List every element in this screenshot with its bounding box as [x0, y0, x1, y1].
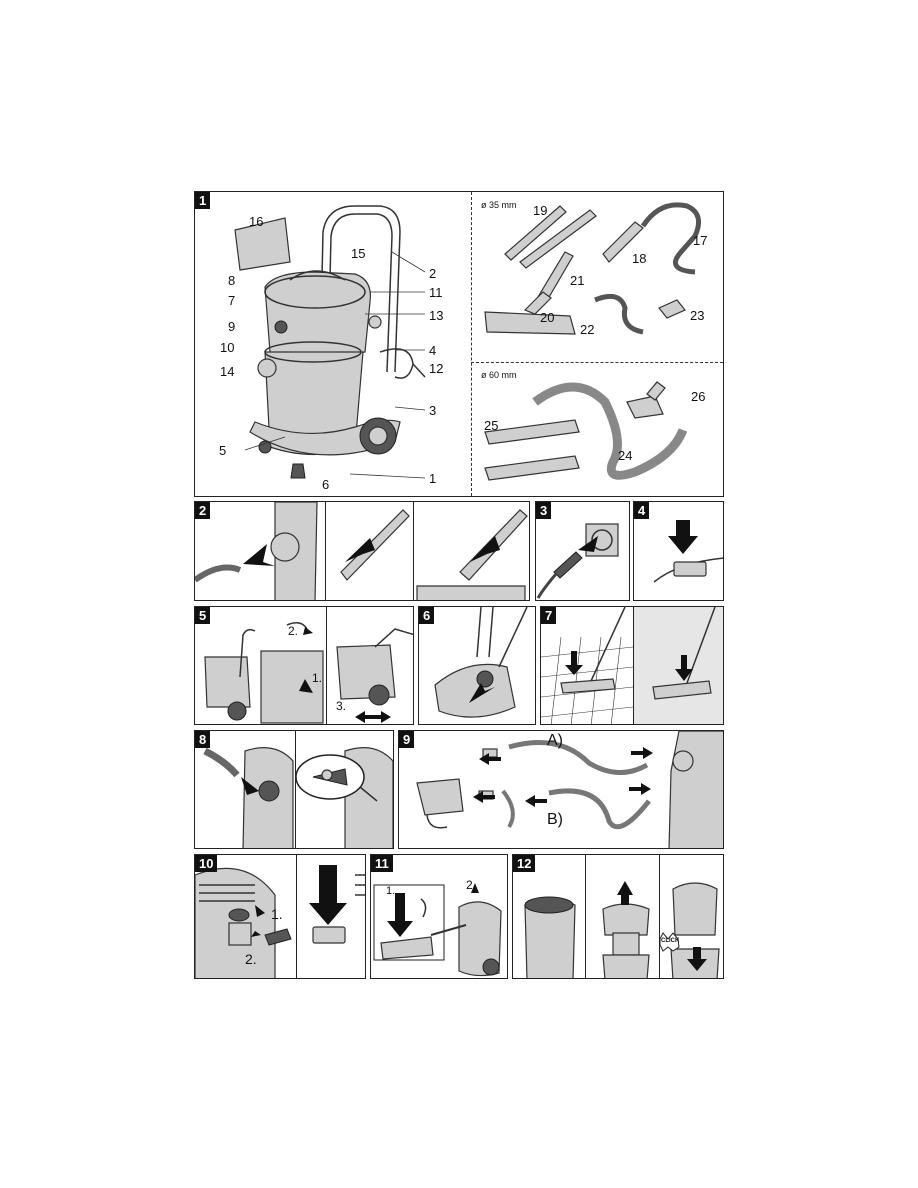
figure-11-number: 11: [371, 855, 393, 872]
callout-11: 11: [429, 285, 443, 300]
figure-7-panel: 7: [540, 606, 724, 725]
callout-17: 17: [693, 233, 708, 248]
callout-20: 20: [540, 310, 555, 325]
figure-12-divider-b: [659, 855, 660, 978]
figure-2-number: 2: [195, 502, 211, 519]
figure-5-divider: [326, 607, 327, 724]
callout-22: 22: [580, 322, 595, 337]
figure-4-number: 4: [634, 502, 650, 519]
figure-1-panel: 1 1 2: [194, 191, 724, 497]
figure-7-drawing: [541, 607, 716, 724]
variant-b-label: B): [547, 811, 563, 828]
small-diameter-label: ø 35 mm: [481, 200, 517, 210]
figure-3-drawing: [536, 523, 619, 599]
figure-9-panel: 9 A) B): [398, 730, 724, 849]
figure-2-divider-b: [413, 502, 414, 600]
callout-24: 24: [618, 448, 633, 463]
step-2-label: 2.: [466, 878, 477, 892]
callout-13: 13: [429, 308, 444, 323]
figure-8-panel: 8: [194, 730, 394, 849]
step-2-label: 2.: [245, 951, 257, 967]
figure-9-drawing: [416, 731, 723, 848]
figure-1-divider: [471, 192, 472, 496]
callout-18: 18: [632, 251, 647, 266]
step-3-label: 3.: [336, 699, 347, 713]
figure-3-panel: 3: [535, 501, 630, 601]
figure-10-number: 10: [195, 855, 218, 872]
callout-15: 15: [351, 246, 366, 261]
callout-12: 12: [429, 361, 444, 376]
figure-10-divider: [296, 855, 297, 978]
figure-10-drawing: [195, 865, 365, 978]
step-1-label: 1.: [271, 906, 283, 922]
figure-12-drawing: [524, 881, 720, 978]
figure-12-divider-a: [585, 855, 586, 978]
click-label: CLICK: [661, 938, 680, 944]
callout-3: 3: [429, 403, 437, 418]
callout-26: 26: [691, 389, 706, 404]
figure-11-drawing: [373, 883, 502, 977]
callout-6: 6: [322, 477, 330, 492]
variant-a-label: A): [547, 732, 563, 749]
figure-11-panel: 11 1. 2.: [370, 854, 508, 979]
figure-3-number: 3: [536, 502, 552, 519]
figure-5-number: 5: [195, 607, 211, 624]
figure-9-number: 9: [399, 731, 415, 748]
figure-4-panel: 4: [633, 501, 724, 601]
callout-19: 19: [533, 203, 548, 218]
callout-21: 21: [570, 273, 585, 288]
accessory-divider: [471, 362, 723, 363]
figure-10-panel: 10 1. 2.: [194, 854, 366, 979]
callout-9: 9: [228, 319, 236, 334]
step-1-label: 1.: [386, 885, 396, 897]
figure-1-number: 1: [195, 192, 211, 209]
callout-5: 5: [219, 443, 227, 458]
callout-23: 23: [690, 308, 705, 323]
figure-8-divider: [295, 731, 296, 848]
figure-2-panel: 2: [194, 501, 530, 601]
figure-4-drawing: [653, 520, 723, 583]
callout-2: 2: [429, 266, 437, 281]
figure-7-divider: [633, 607, 634, 724]
figure-6-number: 6: [419, 607, 435, 624]
figure-5-panel: 5 2. 1. 3.: [194, 606, 414, 725]
callout-4: 4: [429, 343, 437, 358]
figure-7-number: 7: [541, 607, 557, 624]
figure-8-number: 8: [195, 731, 211, 748]
callout-10: 10: [220, 340, 235, 355]
figure-12-number: 12: [513, 855, 536, 872]
callout-8: 8: [228, 273, 236, 288]
callout-1: 1: [429, 471, 437, 486]
callout-16: 16: [249, 214, 264, 229]
figure-2-drawing: [195, 502, 528, 600]
accessories-drawing: [484, 202, 702, 481]
step-1-label: 1.: [312, 671, 323, 685]
large-diameter-label: ø 60 mm: [481, 370, 517, 380]
vacuum-cleaner-drawing: [234, 205, 426, 479]
figure-6-panel: 6: [418, 606, 536, 725]
callout-14: 14: [220, 364, 235, 379]
callout-7: 7: [228, 293, 236, 308]
figure-8-drawing: [203, 747, 393, 848]
figure-2-divider-a: [325, 502, 326, 600]
step-2-label: 2.: [288, 624, 299, 638]
figure-5-drawing: [204, 622, 413, 724]
figure-6-drawing: [434, 607, 528, 718]
figure-12-panel: 12 CLICK: [512, 854, 724, 979]
callout-25: 25: [484, 418, 499, 433]
